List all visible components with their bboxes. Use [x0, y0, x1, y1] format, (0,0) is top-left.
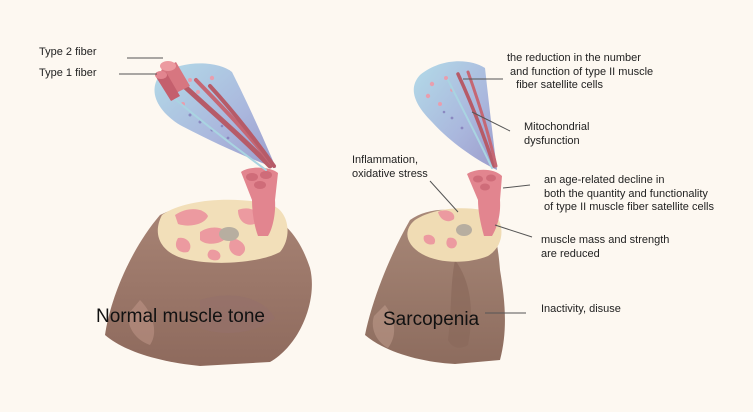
sarcopenia-tendon [467, 169, 502, 236]
mass-strength-label: muscle mass and strength are reduced [541, 234, 670, 260]
type1-fiber-end [156, 72, 180, 101]
normal-tendon [241, 167, 278, 236]
satellite-reduction-label: the reduction in the number and function… [507, 52, 654, 91]
normal-muscle-illustration [105, 57, 312, 366]
type1-fiber-label: Type 1 fiber [39, 67, 97, 79]
sarcopenia-muscle-illustration [365, 61, 533, 364]
normal-caption: Normal muscle tone [96, 306, 265, 327]
type2-fiber-label: Type 2 fiber [39, 46, 97, 58]
inflammation-label: Inflammation, oxidative stress [352, 154, 428, 180]
sarcopenia-cross-section [407, 208, 502, 262]
sarcopenia-caption: Sarcopenia [383, 309, 480, 330]
sarcopenia-fiber-sheath [413, 61, 497, 170]
inactivity-label: Inactivity, disuse [541, 303, 621, 315]
age-decline-label: an age-related decline in both the quant… [544, 174, 714, 213]
mitochondrial-label: Mitochondrial dysfunction [524, 121, 590, 147]
